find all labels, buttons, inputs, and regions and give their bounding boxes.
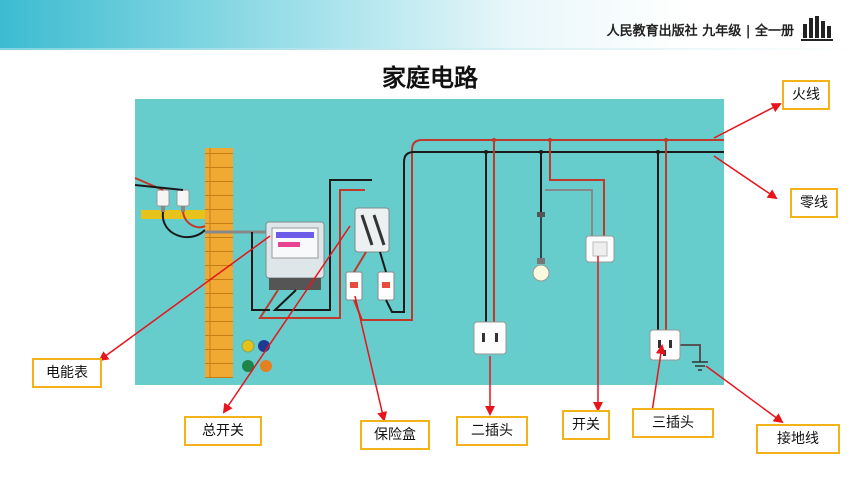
label-neutral-wire: 零线 [790, 188, 838, 218]
arrow-live-wire [713, 103, 782, 139]
live-wire [353, 139, 724, 321]
page-title: 家庭电路 [382, 64, 478, 92]
header-divider [0, 48, 860, 50]
brick-wall [205, 148, 233, 378]
arrow-ground [705, 365, 784, 424]
arrow-main-switch [222, 225, 351, 414]
three-pin-socket [649, 329, 681, 361]
fuse-right [377, 271, 395, 301]
label-meter: 电能表 [32, 358, 102, 388]
pole-bracket [141, 210, 205, 219]
arrow-three-pin [651, 344, 666, 413]
neutral-wire [385, 151, 724, 313]
label-main-switch: 总开关 [184, 416, 262, 446]
circuit-panel [135, 99, 724, 385]
arrow-meter [98, 235, 271, 362]
wall-switch [585, 235, 615, 263]
electric-meter [265, 221, 325, 290]
main-switch [354, 207, 390, 253]
arrow-neutral-wire [713, 155, 778, 200]
label-three-pin-socket: 三插头 [632, 408, 714, 438]
label-ground-wire: 接地线 [756, 424, 840, 454]
fuse-left [345, 271, 363, 301]
indicator-orange [260, 360, 272, 372]
label-two-pin-socket: 二插头 [456, 416, 528, 446]
indicator-yellow [241, 339, 255, 353]
header-banner [0, 0, 860, 50]
label-live-wire: 火线 [782, 80, 830, 110]
ground-symbol [692, 361, 708, 371]
lamp [532, 212, 550, 282]
two-pin-socket [473, 321, 507, 355]
label-switch: 开关 [562, 410, 610, 440]
indicator-green [242, 360, 254, 372]
arrow-fuse-box [354, 295, 388, 422]
books-icon [801, 16, 833, 41]
publisher-text: 人民教育出版社 九年级 | 全一册 [606, 24, 794, 39]
label-fuse-box: 保险盒 [360, 420, 430, 450]
